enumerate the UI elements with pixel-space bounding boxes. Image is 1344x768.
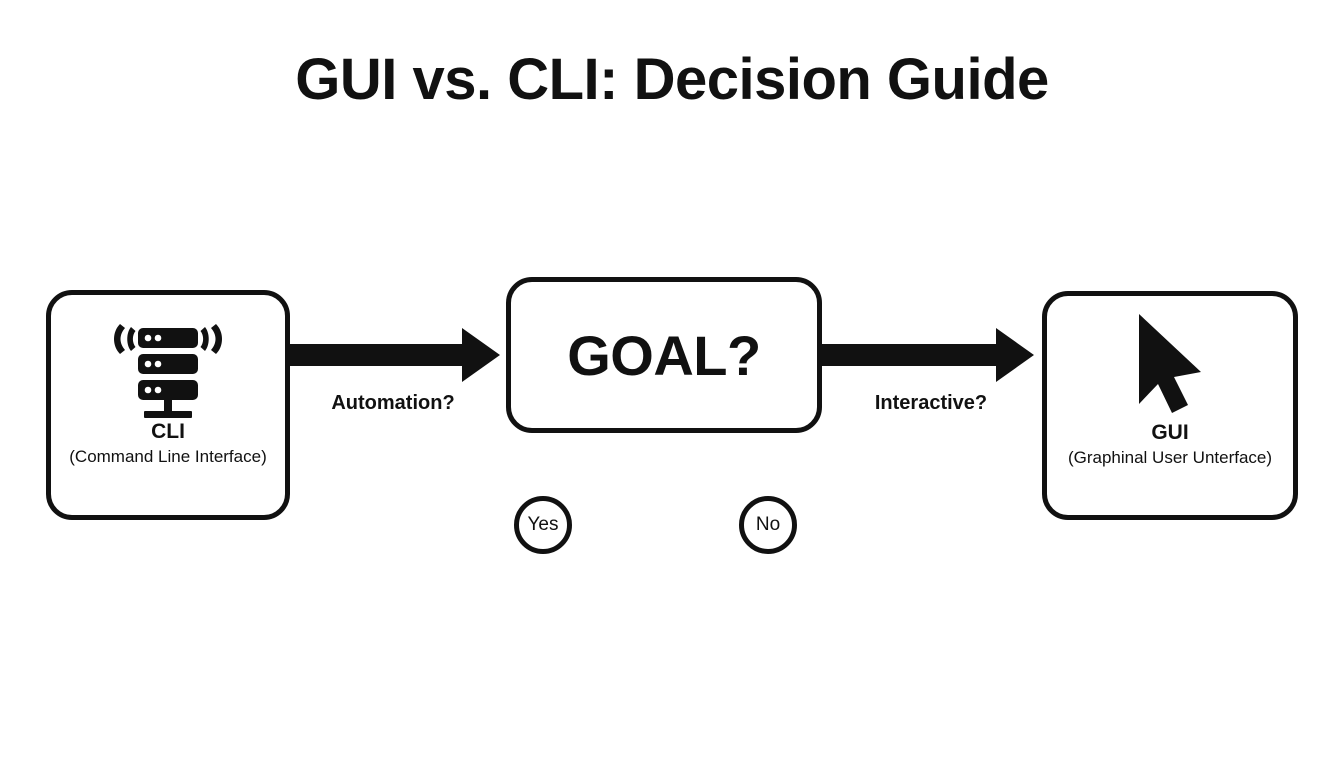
node-cli-subtitle: (Command Line Interface) — [69, 447, 267, 467]
node-goal-label: GOAL? — [567, 323, 761, 387]
mouse-cursor-icon — [1047, 296, 1293, 421]
node-gui-title: GUI — [1151, 421, 1189, 444]
node-cli-title: CLI — [151, 420, 185, 443]
arrow-goal-to-gui — [820, 327, 1036, 383]
node-cli[interactable]: CLI (Command Line Interface) — [46, 290, 290, 520]
server-rack-wireless-icon — [51, 295, 285, 420]
node-gui[interactable]: GUI (Graphinal User Unterface) — [1042, 291, 1298, 520]
arrow-label-automation: Automation? — [331, 392, 455, 414]
arrow-label-interactive: Interactive? — [874, 392, 988, 414]
arrow-cli-to-goal — [286, 327, 502, 383]
node-gui-subtitle: (Graphinal User Unterface) — [1067, 448, 1273, 468]
branch-no[interactable]: No — [739, 496, 797, 554]
node-goal[interactable]: GOAL? — [506, 277, 822, 433]
page-title: GUI vs. CLI: Decision Guide — [295, 47, 1049, 112]
branch-yes[interactable]: Yes — [514, 496, 572, 554]
